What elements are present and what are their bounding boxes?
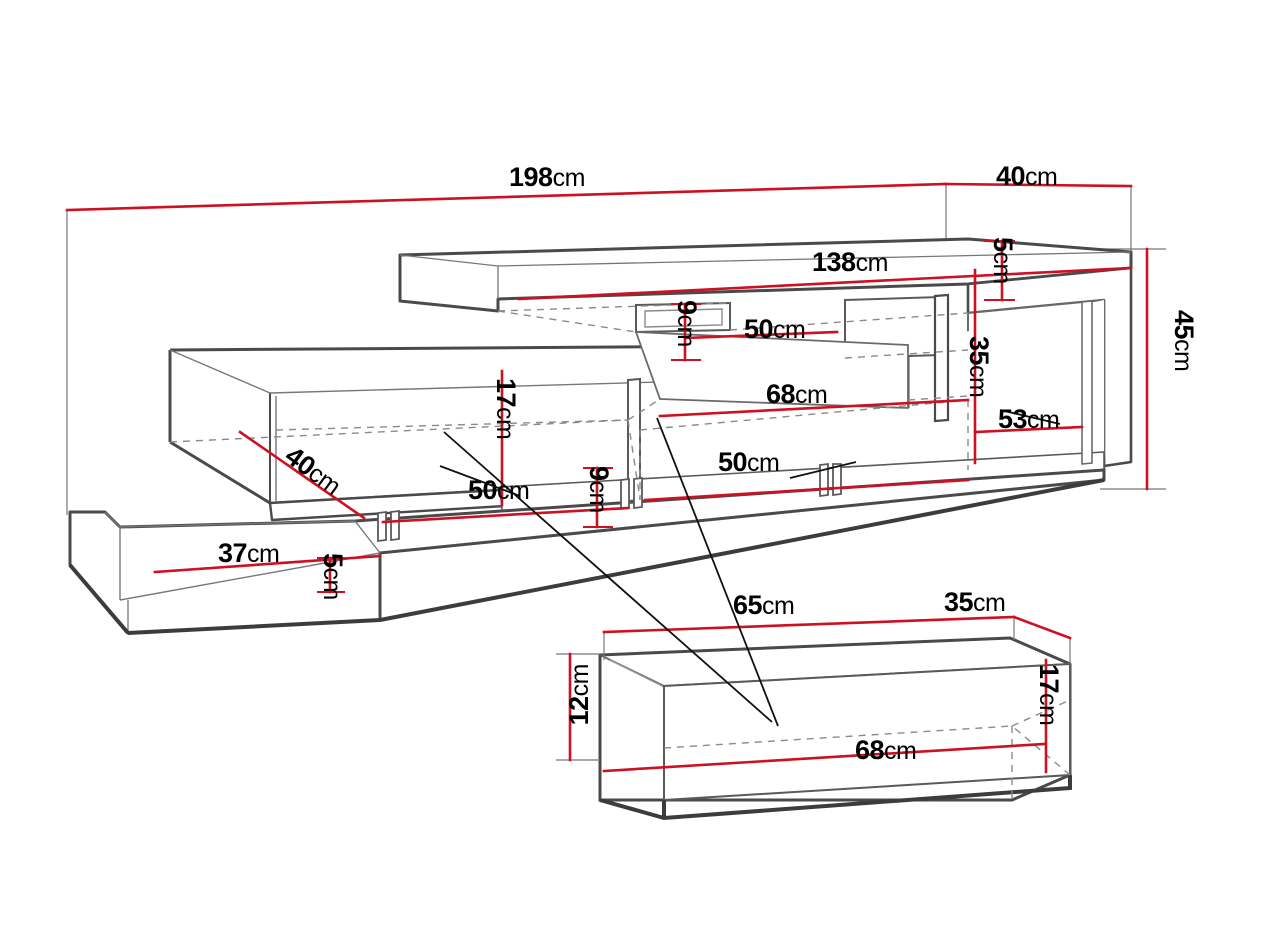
- dim-unit: cm: [1025, 163, 1058, 191]
- dim-unit: cm: [855, 249, 889, 277]
- leader-to-drawer-1: [443, 431, 773, 723]
- dim-unit: cm: [1034, 693, 1062, 726]
- dim-label-53cm: 53cm: [998, 404, 1060, 434]
- dim-value: 53: [998, 404, 1028, 434]
- dim-value: 45: [1169, 310, 1199, 340]
- dim-value: 35: [944, 587, 974, 617]
- dim-label-5cm-plinth: 5cm: [318, 553, 348, 600]
- dim-unit: cm: [672, 314, 700, 347]
- divider-left-a: [377, 510, 387, 543]
- dimline-50-upper: [683, 330, 839, 340]
- dim-label-68cm: 68cm: [766, 379, 828, 409]
- leader-68: [999, 409, 1061, 425]
- dimline-35-drawer: [1012, 615, 1072, 640]
- dim-value: 50: [744, 314, 774, 344]
- dim-label-45cm: 45cm: [1169, 310, 1199, 372]
- divider-mid-b: [633, 476, 643, 510]
- dim-value: 35: [964, 336, 994, 366]
- dim-value: 198: [509, 162, 553, 192]
- dim-value: 68: [766, 379, 796, 409]
- drawer-front-panel: [663, 662, 1071, 802]
- dim-value: 12: [564, 696, 594, 726]
- divider-lower-b: [832, 463, 842, 497]
- divider-left-b: [390, 509, 400, 542]
- dim-unit: cm: [884, 737, 917, 765]
- dim-unit: cm: [318, 567, 346, 600]
- hidden-edges: [169, 302, 969, 503]
- tv-stand-body: [68, 237, 1133, 635]
- dim-value: 37: [218, 538, 248, 568]
- dim-label-50cm-lower-left: 50cm: [468, 475, 530, 505]
- dim-label-9cm-upper: 9cm: [672, 300, 702, 347]
- dim-unit: cm: [491, 407, 519, 440]
- dim-unit: cm: [1169, 339, 1197, 372]
- dim-value: 5: [988, 237, 1018, 252]
- dim-unit: cm: [964, 365, 992, 398]
- dim-label-65cm: 65cm: [733, 590, 795, 620]
- dim-label-9cm-lower: 9cm: [584, 466, 614, 513]
- dim-label-35cm: 35cm: [964, 336, 994, 398]
- dim-value: 40: [996, 161, 1026, 191]
- dimline-65: [602, 615, 1016, 634]
- divider-right-tall: [1081, 300, 1093, 465]
- dim-value: 138: [812, 247, 856, 277]
- dim-unit: cm: [584, 480, 612, 513]
- dim-label-12cm: 12cm: [564, 664, 594, 726]
- dim-unit: cm: [988, 251, 1016, 284]
- dim-unit: cm: [552, 164, 586, 192]
- dim-unit: cm: [247, 540, 280, 568]
- dim-label-17cm: 17cm: [491, 378, 521, 440]
- dim-label-37cm: 37cm: [218, 538, 280, 568]
- centre-step-shelf: [634, 331, 909, 409]
- dim-value: 9: [584, 466, 614, 481]
- dim-unit: cm: [773, 316, 806, 344]
- dimline-53: [973, 425, 1084, 434]
- dimline-50-lower-right: [643, 478, 970, 502]
- leader-50-lower-right: [789, 461, 857, 479]
- dim-label-138cm: 138cm: [812, 249, 888, 276]
- leader-lines: [439, 409, 1061, 727]
- dim-label-5cm-shelf: 5cm: [988, 237, 1018, 284]
- dimline-138: [517, 266, 1133, 301]
- dim-label-40cm-depth: 40cm: [996, 161, 1058, 191]
- dim-value: 9: [672, 300, 702, 315]
- dim-value: 68: [855, 735, 885, 765]
- divider-mid-a: [620, 477, 630, 511]
- dim-label-50cm-upper: 50cm: [744, 314, 806, 344]
- dim-value: 50: [468, 475, 498, 505]
- dimline-40-left: [238, 430, 366, 520]
- dim-unit: cm: [747, 449, 780, 477]
- dimline-68-drawer: [602, 742, 1046, 773]
- dim-unit: cm: [497, 477, 530, 505]
- dimline-198: [65, 182, 948, 212]
- dim-unit: cm: [795, 381, 828, 409]
- leader-to-drawer-2: [656, 417, 779, 727]
- dimline-68: [658, 398, 970, 418]
- dim-value: 65: [733, 590, 763, 620]
- dim-label-17cm-drawer: 17cm: [1034, 664, 1064, 726]
- dimline-50-lower-left: [381, 506, 630, 524]
- dim-unit: cm: [566, 664, 594, 697]
- dim-value: 5: [318, 553, 348, 568]
- upper-niche-left-inner: [644, 308, 723, 328]
- dimline-40-depth: [944, 182, 1133, 188]
- drawer-detail: [556, 615, 1072, 821]
- leader-50-left: [439, 465, 521, 497]
- dim-unit: cm: [762, 592, 795, 620]
- dim-label-35cm-drawer: 35cm: [944, 587, 1006, 617]
- dim-value: 17: [1034, 664, 1064, 694]
- dim-label-50cm-lower-right: 50cm: [718, 447, 780, 477]
- dim-label-198cm: 198cm: [509, 164, 585, 191]
- dim-value: 17: [491, 378, 521, 408]
- dim-label-68cm-drawer: 68cm: [855, 735, 917, 765]
- dim-value: 50: [718, 447, 748, 477]
- divider-upper-right: [933, 293, 950, 423]
- dim-unit: cm: [973, 589, 1006, 617]
- dim-unit: cm: [1027, 406, 1060, 434]
